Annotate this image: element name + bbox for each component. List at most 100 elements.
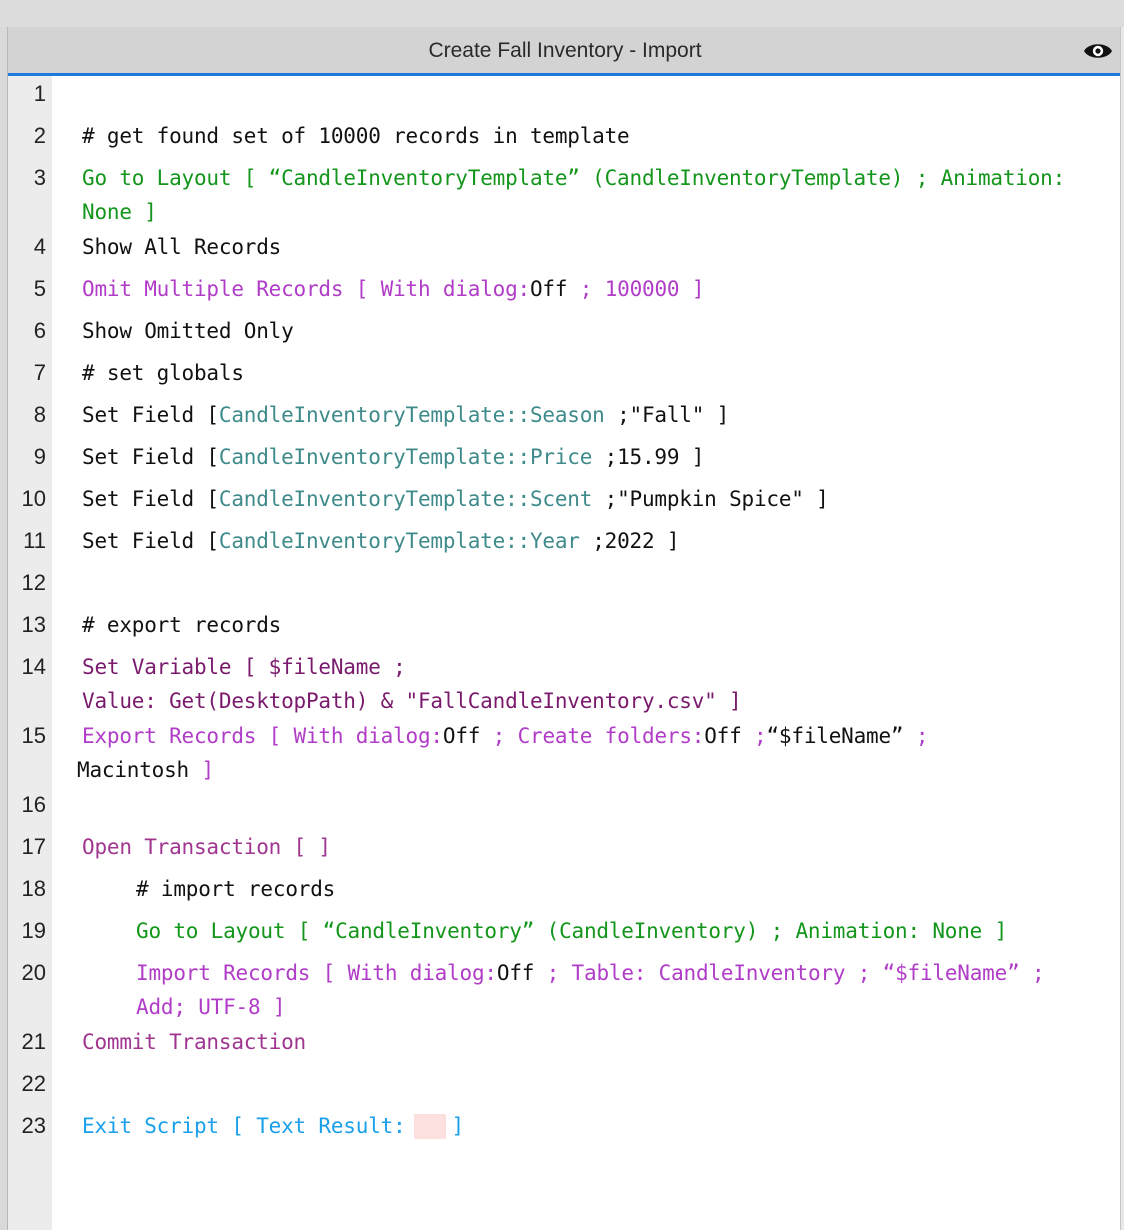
script-line[interactable]: 22 [8,1066,1120,1108]
set-field-step[interactable]: Set Field [CandleInventoryTemplate::Pric… [46,439,1120,481]
separator: ; [915,166,929,190]
script-line[interactable]: 2 # get found set of 10000 records in te… [8,118,1120,160]
step-continuation: Macintosh [77,758,189,782]
script-line[interactable]: 8 Set Field [CandleInventoryTemplate::Se… [8,397,1120,439]
import-records-step[interactable]: Import Records [ With dialog:Off ; Table… [46,955,1120,1024]
line-number: 13 [21,612,46,637]
empty-step[interactable] [46,787,1120,829]
script-line[interactable]: 7 # set globals [8,355,1120,397]
set-field-step[interactable]: Set Field [CandleInventoryTemplate::Seas… [46,397,1120,439]
line-number: 15 [21,723,46,748]
line-number: 11 [23,528,46,553]
script-line[interactable]: 18 # import records [8,871,1120,913]
script-line[interactable]: 21 Commit Transaction [8,1024,1120,1066]
script-line[interactable]: 17 Open Transaction [ ] [8,829,1120,871]
script-line[interactable]: 23 Exit Script [ Text Result:] [8,1108,1120,1150]
vertical-scrollbar[interactable] [1120,27,1124,1230]
script-line[interactable]: 14 Set Variable [ $fileName ;Value: Get(… [8,649,1120,718]
line-number: 19 [21,918,46,943]
empty-step[interactable] [46,565,1120,607]
show-omitted-only-step[interactable]: Show Omitted Only [82,319,294,343]
script-line[interactable]: 20 Import Records [ With dialog:Off ; Ta… [8,955,1120,1024]
open-transaction-step[interactable]: Open Transaction [ ] [82,835,331,859]
show-all-records-step[interactable]: Show All Records [82,235,282,259]
line-number: 4 [33,234,46,259]
script-title: Create Fall Inventory - Import [428,39,702,62]
record-count: 100000 [604,277,680,301]
option-label: Animation: [940,166,1066,190]
go-to-layout-step[interactable]: Go to Layout [ “CandleInventoryTemplate”… [46,160,1120,229]
script-line[interactable]: 13 # export records [8,607,1120,649]
script-line[interactable]: 6 Show Omitted Only [8,313,1120,355]
separator: ; [592,529,605,553]
separator: ; [617,403,630,427]
text-result-field[interactable] [413,1114,446,1139]
option-label: With dialog: [293,724,444,748]
separator: ; [604,445,618,469]
line-number: 7 [33,360,46,385]
empty-step[interactable] [46,1066,1120,1108]
step-name: Export Records [ [82,724,282,748]
script-line[interactable]: 3 Go to Layout [ “CandleInventoryTemplat… [8,160,1120,229]
step-name: Set Field [ [82,529,219,553]
field-value: "Pumpkin Spice" ] [617,487,829,511]
line-number: 21 [21,1029,46,1054]
script-line[interactable]: 5 Omit Multiple Records [ With dialog:Of… [8,271,1120,313]
empty-step[interactable] [46,76,1120,118]
step-name: Import Records [ [136,961,336,985]
script-line[interactable]: 10 Set Field [CandleInventoryTemplate::S… [8,481,1120,523]
eye-icon[interactable] [1083,40,1113,62]
script-line[interactable]: 15 Export Records [ With dialog:Off ; Cr… [8,718,1120,787]
comment-step[interactable]: # set globals [82,361,244,385]
script-tab-header[interactable]: Create Fall Inventory - Import [8,27,1120,76]
script-line[interactable]: 12 [8,565,1120,607]
script-line[interactable]: 4 Show All Records [8,229,1120,271]
line-number: 9 [33,444,46,469]
line-number: 16 [21,792,46,817]
step-name: Set Variable [ $fileName ; [82,655,406,679]
step-options: ; Table: CandleInventory ; “$fileName” ; [546,961,1045,985]
field-value: 2022 ] [604,529,680,553]
script-line[interactable]: 1 [8,76,1120,118]
export-records-step[interactable]: Export Records [ With dialog:Off ; Creat… [46,718,1120,787]
line-number: 23 [21,1113,46,1138]
separator: ; [915,724,929,748]
script-line[interactable]: 16 [8,787,1120,829]
separator: ; [579,277,593,301]
script-line[interactable]: 19 Go to Layout [ “CandleInventory” (Can… [8,913,1120,955]
step-name: Omit Multiple Records [ [82,277,369,301]
option-value: Off [704,724,742,748]
set-field-step[interactable]: Set Field [CandleInventoryTemplate::Year… [46,523,1120,565]
omit-multiple-records-step[interactable]: Omit Multiple Records [ With dialog:Off … [46,271,1120,313]
close-bracket: ] [691,277,705,301]
left-window-edge [0,27,8,1230]
set-variable-step[interactable]: Set Variable [ $fileName ;Value: Get(Des… [46,649,1120,718]
step-name: Go to Layout [ [82,166,257,190]
option-label: With dialog: [380,277,531,301]
separator: ; [492,724,506,748]
line-number: 6 [33,318,46,343]
line-number: 8 [33,402,46,427]
script-line[interactable]: 9 Set Field [CandleInventoryTemplate::Pr… [8,439,1120,481]
field-reference: CandleInventoryTemplate::Season [218,403,605,427]
option-value: Off [442,724,481,748]
go-to-layout-step[interactable]: Go to Layout [ “CandleInventory” (Candle… [136,919,1008,943]
step-name: Set Field [ [82,487,219,511]
line-number: 18 [21,876,46,901]
step-name: Exit Script [ Text Result: [82,1114,406,1138]
exit-script-step[interactable]: Exit Script [ Text Result:] [46,1108,1120,1150]
set-field-step[interactable]: Set Field [CandleInventoryTemplate::Scen… [46,481,1120,523]
file-name: “$fileName” [766,724,904,748]
line-number: 1 [33,81,46,106]
script-line[interactable]: 11 Set Field [CandleInventoryTemplate::Y… [8,523,1120,565]
comment-step[interactable]: # export records [82,613,282,637]
line-number: 17 [21,834,46,859]
commit-transaction-step[interactable]: Commit Transaction [82,1030,306,1054]
step-name: Set Field [ [82,445,219,469]
comment-step[interactable]: # get found set of 10000 records in temp… [82,124,630,148]
line-number: 5 [33,276,46,301]
step-name: Set Field [ [82,403,219,427]
comment-step[interactable]: # import records [136,877,336,901]
line-number: 20 [21,960,46,985]
script-editor[interactable]: 1 2 # get found set of 10000 records in … [8,76,1120,1150]
